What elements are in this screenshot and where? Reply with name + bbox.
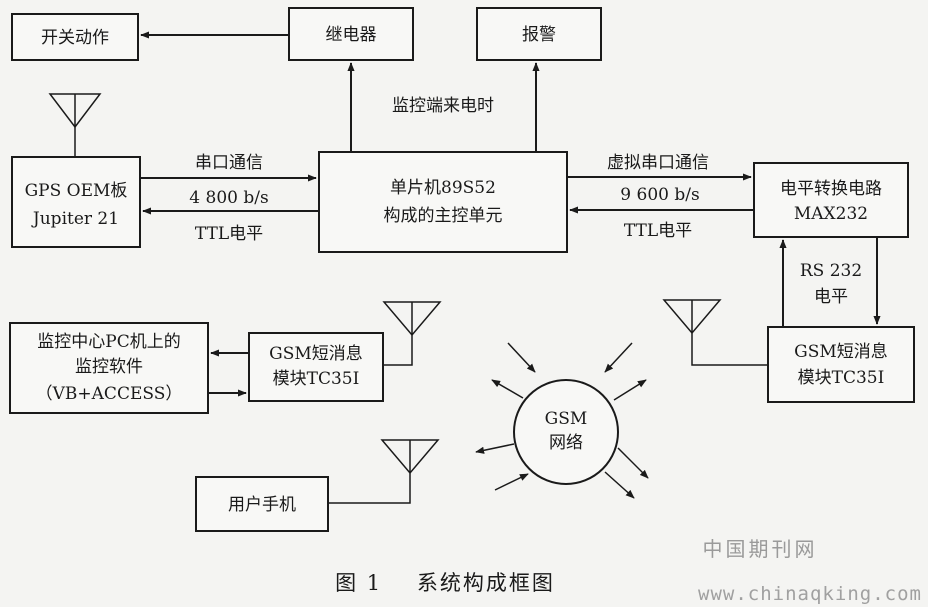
- box-pc-monitor: 监控中心PC机上的 监控软件 （VB+ACCESS）: [9, 322, 209, 414]
- arrow-icon: [617, 447, 649, 479]
- label-baud-4800: 4 800 b/s: [189, 188, 268, 208]
- antenna-icon: [662, 299, 768, 366]
- gsm-right-label-2: 模块TC35I: [798, 368, 885, 388]
- relay-label: 继电器: [326, 25, 377, 45]
- gsm-right-label-1: GSM短消息: [794, 342, 888, 362]
- arrow-icon: [604, 471, 635, 499]
- antenna-icon: [328, 439, 440, 504]
- label-baud-9600: 9 600 b/s: [620, 185, 699, 205]
- mcu-label-2: 构成的主控单元: [384, 206, 503, 226]
- watermark-url: www.chinaqking.com: [698, 583, 922, 605]
- label-rs232-1: RS 232: [800, 261, 862, 281]
- arrow-icon: [491, 379, 524, 399]
- label-serial-comm: 串口通信: [195, 153, 263, 173]
- box-gps: GPS OEM板 Jupiter 21: [11, 156, 141, 248]
- pc-label-3: （VB+ACCESS）: [36, 384, 183, 404]
- gsm-network: GSM 网络: [513, 379, 619, 485]
- antenna-icon: [48, 93, 102, 157]
- label-rs232-2: 电平: [814, 287, 848, 307]
- box-mcu: 单片机89S52 构成的主控单元: [318, 151, 568, 253]
- box-level-converter: 电平转换电路 MAX232: [753, 162, 909, 238]
- label-ttl-left: TTL电平: [195, 224, 263, 244]
- gps-label-1: GPS OEM板: [25, 181, 128, 201]
- gsm-network-label-2: 网络: [549, 433, 583, 453]
- gsm-left-label-1: GSM短消息: [269, 344, 363, 364]
- level-converter-label-2: MAX232: [794, 204, 868, 224]
- label-monitor-call: 监控端来电时: [392, 96, 494, 116]
- mcu-label-1: 单片机89S52: [390, 178, 496, 198]
- arrow-icon: [494, 473, 529, 491]
- arrow-icon: [604, 342, 633, 373]
- level-converter-label-1: 电平转换电路: [780, 179, 882, 199]
- network-signal-arrows: [475, 342, 649, 499]
- box-switch-action: 开关动作: [11, 13, 139, 61]
- user-phone-label: 用户手机: [228, 495, 296, 515]
- watermark-cn: 中国期刊网: [703, 537, 818, 561]
- label-virtual-serial: 虚拟串口通信: [607, 153, 709, 173]
- gsm-left-label-2: 模块TC35I: [273, 369, 360, 389]
- arrow-icon: [507, 342, 536, 373]
- switch-action-label: 开关动作: [41, 28, 109, 48]
- alarm-label: 报警: [522, 25, 556, 45]
- pc-label-2: 监控软件: [75, 357, 143, 377]
- box-gsm-right: GSM短消息 模块TC35I: [767, 326, 915, 403]
- gsm-network-label-1: GSM: [545, 409, 588, 429]
- arrow-icon: [613, 379, 647, 401]
- label-ttl-right: TTL电平: [624, 221, 692, 241]
- box-alarm: 报警: [476, 7, 602, 61]
- pc-label-1: 监控中心PC机上的: [37, 332, 180, 352]
- box-user-phone: 用户手机: [195, 476, 329, 532]
- box-gsm-left: GSM短消息 模块TC35I: [248, 332, 384, 402]
- figure-caption: 图 1 系统构成框图: [335, 571, 555, 595]
- antenna-icon: [382, 301, 442, 366]
- gps-label-2: Jupiter 21: [31, 209, 119, 229]
- box-relay: 继电器: [288, 7, 414, 61]
- arrow-icon: [475, 443, 515, 454]
